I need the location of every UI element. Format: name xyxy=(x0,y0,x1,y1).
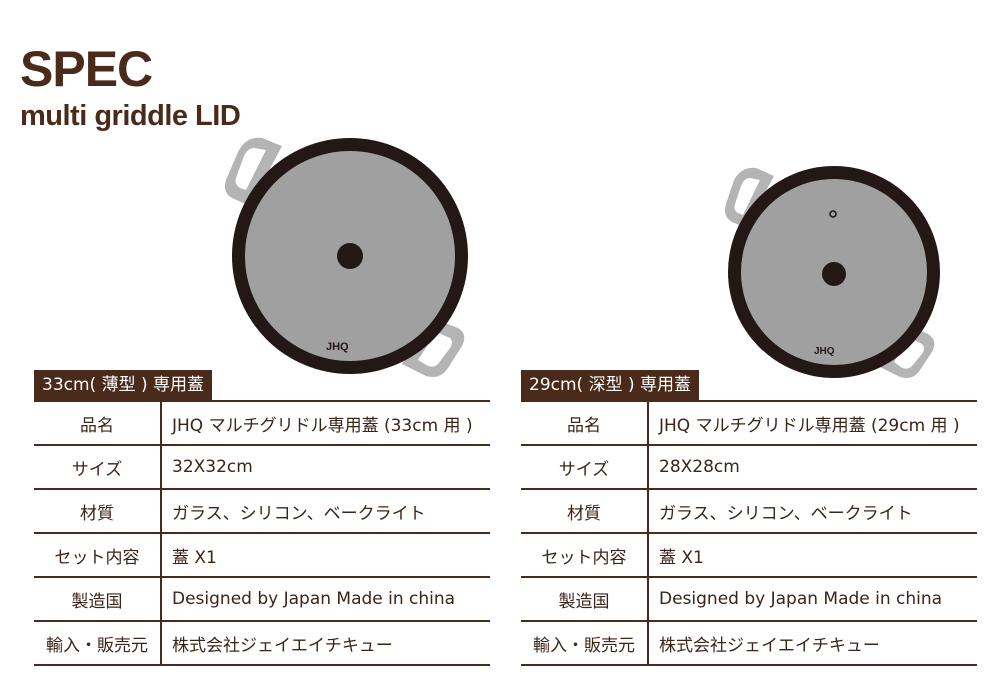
handle-icon xyxy=(724,167,935,378)
row-label: セット内容 xyxy=(34,534,162,576)
table-row: 品名 JHQ マルチグリドル専用蓋 (33cm 用 ) xyxy=(34,402,490,446)
jhq-logo: JHQ xyxy=(814,346,835,357)
row-value: 28X28cm xyxy=(659,457,740,477)
row-label: 輸入・販売元 xyxy=(521,622,649,664)
row-label: 製造国 xyxy=(521,578,649,620)
row-value: ガラス、シリコン、ベークライト xyxy=(659,503,913,524)
knob-icon xyxy=(822,262,846,286)
row-label: サイズ xyxy=(34,446,162,488)
row-value: 蓋 X1 xyxy=(172,547,217,568)
row-value: 株式会社ジェイエイチキュー xyxy=(172,635,393,656)
row-value: 株式会社ジェイエイチキュー xyxy=(659,635,880,656)
spec-heading: 33cm( 薄型 ) 専用蓋 xyxy=(34,370,213,400)
table-row: 輸入・販売元株式会社ジェイエイチキュー xyxy=(521,622,977,666)
table-row: セット内容蓋 X1 xyxy=(521,534,977,578)
table-row: サイズ 32X32cm xyxy=(34,446,490,490)
lid-33cm-illustration: JHQ xyxy=(224,137,468,377)
table-row: 製造国 Designed by Japan Made in china xyxy=(34,578,490,622)
page-subtitle: multi griddle LID xyxy=(20,100,241,132)
row-label: 製造国 xyxy=(34,578,162,620)
knob-icon xyxy=(337,243,363,269)
row-label: 品名 xyxy=(34,402,162,444)
row-value: 32X32cm xyxy=(172,457,253,477)
table-row: 輸入・販売元株式会社ジェイエイチキュー xyxy=(34,622,490,666)
table-row: 製造国 Designed by Japan Made in china xyxy=(521,578,977,622)
page-title: SPEC xyxy=(20,41,153,97)
table-row: 材質ガラス、シリコン、ベークライト xyxy=(34,490,490,534)
row-label: サイズ xyxy=(521,446,649,488)
row-label: 輸入・販売元 xyxy=(34,622,162,664)
row-value: ガラス、シリコン、ベークライト xyxy=(172,503,426,524)
table-row: 材質ガラス、シリコン、ベークライト xyxy=(521,490,977,534)
row-value: 蓋 X1 xyxy=(659,547,704,568)
lid-29cm-illustration: JHQ xyxy=(724,166,940,378)
vent-hole-icon xyxy=(829,210,837,218)
spec-table: 品名 JHQ マルチグリドル専用蓋 (29cm 用 ) サイズ 28X28cm 材質… xyxy=(521,400,977,666)
jhq-logo: JHQ xyxy=(326,341,349,353)
row-label: 品名 xyxy=(521,402,649,444)
row-label: 材質 xyxy=(34,490,162,532)
handle-icon xyxy=(224,137,465,377)
table-row: セット内容蓋 X1 xyxy=(34,534,490,578)
row-label: 材質 xyxy=(521,490,649,532)
row-value: Designed by Japan Made in china xyxy=(659,589,943,609)
table-row: 品名 JHQ マルチグリドル専用蓋 (29cm 用 ) xyxy=(521,402,977,446)
spec-heading: 29cm( 深型 ) 専用蓋 xyxy=(521,370,700,400)
table-row: サイズ 28X28cm xyxy=(521,446,977,490)
row-label: セット内容 xyxy=(521,534,649,576)
row-value: JHQ マルチグリドル専用蓋 (33cm 用 ) xyxy=(172,415,473,436)
spec-table: 品名 JHQ マルチグリドル専用蓋 (33cm 用 ) サイズ 32X32cm 材質… xyxy=(34,400,490,666)
row-value: Designed by Japan Made in china xyxy=(172,589,456,609)
row-value: JHQ マルチグリドル専用蓋 (29cm 用 ) xyxy=(659,415,960,436)
